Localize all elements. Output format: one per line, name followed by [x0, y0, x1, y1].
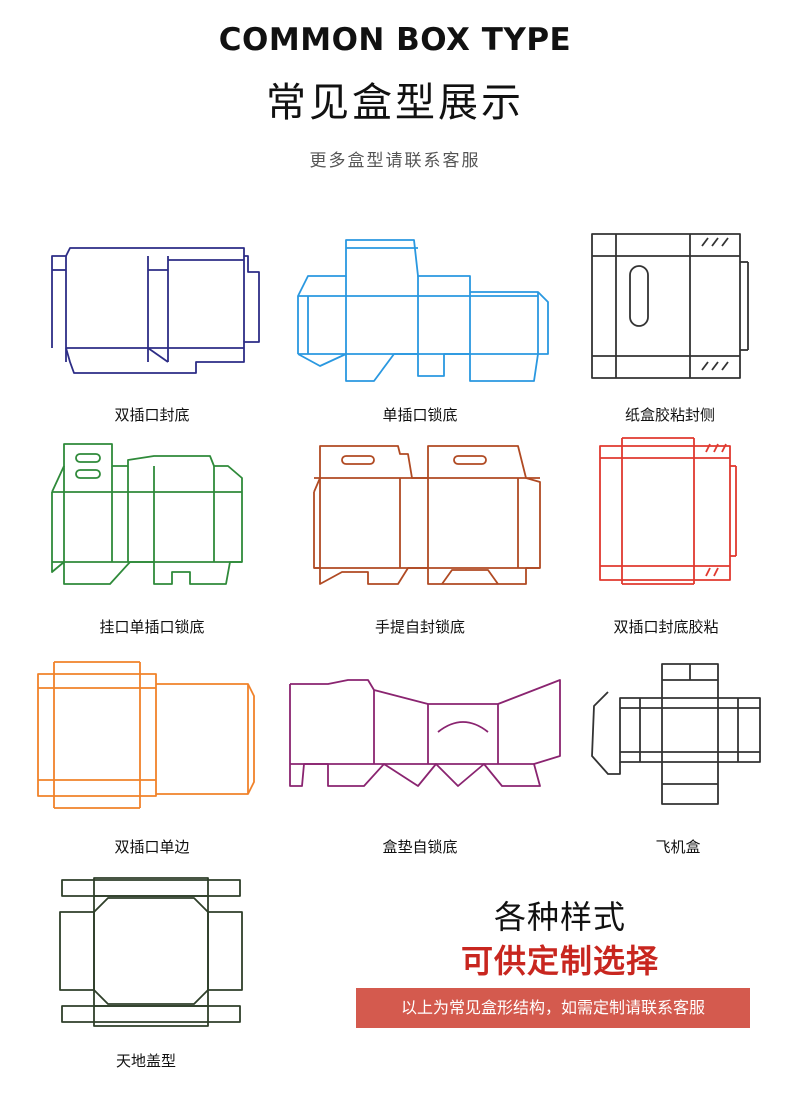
box-label-7: 双插口单边	[114, 838, 190, 856]
box-diagram-pad-self-lock	[288, 676, 564, 791]
box-label-5: 手提自封锁底	[374, 618, 465, 636]
page-subtitle: 更多盒型请联系客服	[309, 151, 481, 171]
box-label-9: 飞机盒	[655, 838, 701, 856]
box-diagram-mailer-box	[588, 660, 768, 810]
box-label-4: 挂口单插口锁底	[99, 618, 205, 636]
box-diagram-hang-tab-lock	[50, 442, 250, 592]
box-diagram-double-tuck-glued	[598, 436, 738, 586]
box-diagram-glued-side	[590, 232, 750, 382]
box-label-2: 单插口锁底	[382, 406, 458, 424]
box-label-1: 双插口封底	[114, 406, 190, 424]
box-diagram-lid-and-base	[58, 876, 248, 1031]
promo-line-2: 可供定制选择	[460, 942, 659, 980]
box-label-10: 天地盖型	[115, 1052, 176, 1070]
box-label-3: 纸盒胶粘封侧	[624, 406, 715, 424]
box-diagram-handle-self-lock	[312, 442, 542, 592]
box-label-8: 盒垫自锁底	[382, 838, 458, 856]
box-diagram-double-tuck-single-side	[36, 660, 256, 810]
page-title-cn: 常见盒型展示	[266, 80, 524, 126]
box-diagram-double-tuck	[44, 238, 260, 383]
box-label-6: 双插口封底胶粘	[613, 618, 719, 636]
page-title-en: COMMON BOX TYPE	[218, 22, 572, 58]
box-diagram-single-tuck-lock	[294, 236, 549, 386]
promo-line-1: 各种样式	[493, 898, 626, 936]
contact-banner: 以上为常见盒形结构，如需定制请联系客服	[356, 988, 750, 1028]
